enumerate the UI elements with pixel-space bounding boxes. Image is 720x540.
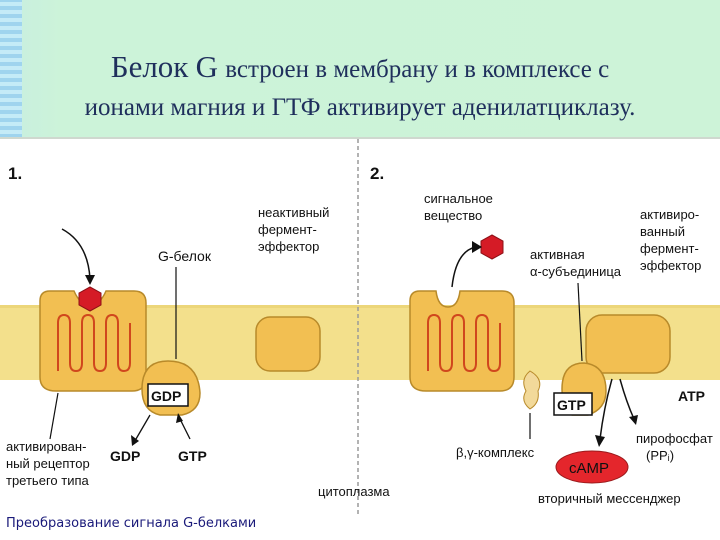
activated-enzyme-label: активиро- ванный фермент- эффектор <box>640 207 703 273</box>
inactive-enzyme-label-line: эффектор <box>258 239 319 254</box>
receptor-coil <box>57 313 131 373</box>
title-banner <box>0 0 720 138</box>
alpha-label: активная α-субъединица <box>530 247 622 279</box>
receptor-pointer <box>49 392 59 440</box>
panel-1-number: 1. <box>8 164 22 183</box>
ppi-arrow-head <box>629 415 638 425</box>
activated-enzyme-label-line: фермент- <box>640 241 699 256</box>
inactive-enzyme-label: неактивный фермент- эффектор <box>258 205 333 254</box>
gdp-out-arrow <box>135 414 151 440</box>
released-signal-molecule <box>480 234 504 260</box>
gdp-out-arrow-head <box>131 435 139 446</box>
beta-gamma-label: β,γ-комплекс <box>456 445 535 460</box>
receptor-coil-2 <box>427 313 501 373</box>
gtp-in-arrow <box>179 418 191 440</box>
title-word-g: G <box>195 49 218 84</box>
ppi-arrow <box>619 378 635 420</box>
signal-label-line: сигнальное <box>424 191 493 206</box>
atp-conversion-arrow-head <box>595 435 605 447</box>
inactive-enzyme-label-line: неактивный <box>258 205 329 220</box>
beta-gamma-complex <box>523 370 541 410</box>
cytoplasm-label: цитоплазма <box>318 484 390 499</box>
atp-label: ATP <box>678 388 705 404</box>
bound-signal-molecule <box>78 286 102 312</box>
inactive-enzyme-label-line: фермент- <box>258 222 317 237</box>
g-protein-diagram: 1. GDP G-белок GDP GTP неактивный фермен… <box>0 139 720 516</box>
signal-arrow-in <box>61 228 91 280</box>
camp-label: cAMP <box>569 460 609 477</box>
receptor-label: активирован- ный рецептор третьего типа <box>6 439 93 488</box>
panel-2-number: 2. <box>370 164 384 183</box>
receptor-label-line: третьего типа <box>6 473 89 488</box>
gdp-out-label: GDP <box>110 448 140 464</box>
activated-enzyme-label-line: эффектор <box>640 258 701 273</box>
membrane-top-edge <box>0 305 720 308</box>
signal-label: сигнальное вещество <box>424 191 497 223</box>
gtp-in-arrow-head <box>176 413 183 423</box>
activated-enzyme-label-line: активиро- <box>640 207 699 222</box>
signal-release-arrow <box>451 246 477 288</box>
title-word-protein: Белок <box>110 49 189 84</box>
alpha-label-line: α-субъединица <box>530 264 622 279</box>
atp-conversion-arrow <box>599 378 613 440</box>
diagram-caption: Преобразование сигнала G-белками <box>6 516 257 531</box>
title-line-1: Белок G встроен в мембрану и в комплексе… <box>0 48 720 89</box>
g-protein-label: G-белок <box>158 248 212 264</box>
banner-stripes <box>0 0 22 138</box>
gtp-bound-box <box>553 392 593 416</box>
second-messenger-label: вторичный мессенджер <box>538 491 681 506</box>
camp-ellipse <box>555 450 629 484</box>
receptor-label-line: активирован- <box>6 439 86 454</box>
receptor-protein-2 <box>409 290 515 392</box>
gtp-bound-label: GTP <box>557 397 586 413</box>
title-line-2: ионами магния и ГТФ активирует аденилатц… <box>84 94 636 121</box>
alpha-label-line: активная <box>530 247 585 262</box>
title-separator <box>0 137 720 139</box>
ppi-label: пирофосфат (PPᵢ) <box>636 431 716 463</box>
ppi-label-line: пирофосфат <box>636 431 713 446</box>
gdp-bound-box <box>147 383 189 407</box>
gtp-in-label: GTP <box>178 448 207 464</box>
ppi-label-line: (PPᵢ) <box>646 448 674 463</box>
title-line-1-rest: встроен в мембрану и в комплексе с <box>225 56 610 83</box>
inactive-enzyme <box>255 316 321 372</box>
activated-enzyme-label-line: ванный <box>640 224 685 239</box>
signal-arrow-in-head <box>85 275 95 285</box>
activated-enzyme <box>585 314 671 374</box>
receptor-label-line: ный рецептор <box>6 456 90 471</box>
slide-title: Белок G встроен в мембрану и в комплексе… <box>0 48 720 127</box>
signal-label-line: вещество <box>424 208 482 223</box>
signal-release-arrow-head <box>472 241 482 253</box>
gdp-bound-label: GDP <box>151 388 181 404</box>
alpha-pointer <box>577 282 583 362</box>
